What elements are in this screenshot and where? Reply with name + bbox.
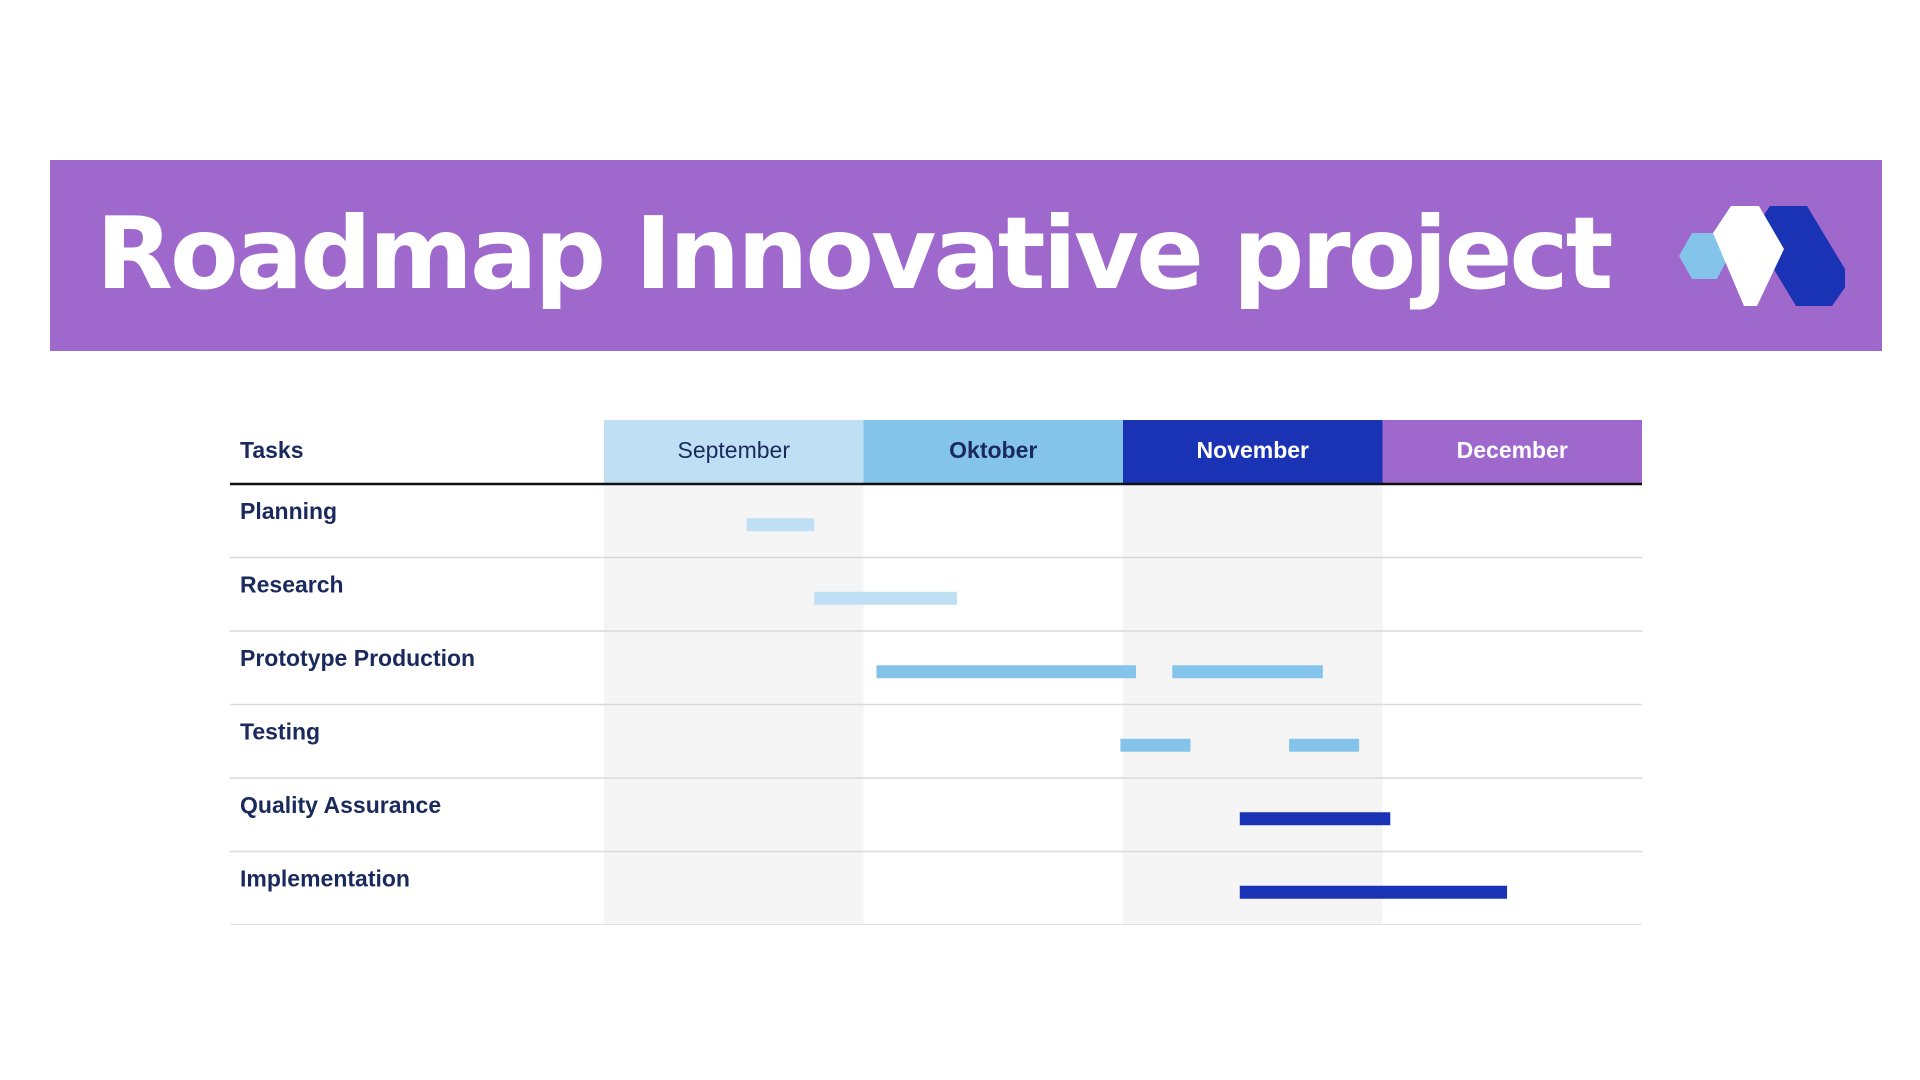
month-header-label: November: [1197, 437, 1310, 463]
task-label: Implementation: [240, 865, 410, 891]
task-bar: [1120, 738, 1191, 752]
page-title: Roadmap Innovative project: [96, 195, 1613, 312]
task-bar: [1239, 812, 1391, 826]
brand-logo: [1679, 206, 1845, 306]
logo-white-stroke: [1713, 206, 1784, 306]
task-label: Prototype Production: [240, 645, 475, 671]
month-header-cell: [1382, 420, 1642, 484]
logo-dark-stroke: [1752, 206, 1845, 306]
task-bar: [1172, 665, 1323, 679]
task-bar: [1239, 885, 1508, 899]
task-label: Quality Assurance: [240, 792, 441, 818]
month-header-cell: [604, 420, 864, 484]
month-header-label: December: [1457, 437, 1568, 463]
logo-light-hexagon: [1679, 233, 1729, 279]
task-bar: [876, 665, 1136, 679]
task-label: Research: [240, 571, 344, 597]
gantt-chart: September Oktober November December TasksPla…: [230, 420, 1642, 925]
month-header-cell: [1123, 420, 1383, 484]
month-header-label: Oktober: [949, 437, 1037, 463]
tasks-header-label: Tasks: [240, 437, 304, 463]
task-label: Testing: [240, 718, 320, 744]
task-bar: [814, 591, 957, 605]
task-label: Planning: [240, 498, 337, 524]
month-header-cell: [863, 420, 1123, 484]
task-bar: [746, 518, 815, 532]
month-header-label: September: [677, 437, 790, 463]
title-banner: Roadmap Innovative project: [50, 160, 1882, 351]
task-bar: [1289, 738, 1360, 752]
